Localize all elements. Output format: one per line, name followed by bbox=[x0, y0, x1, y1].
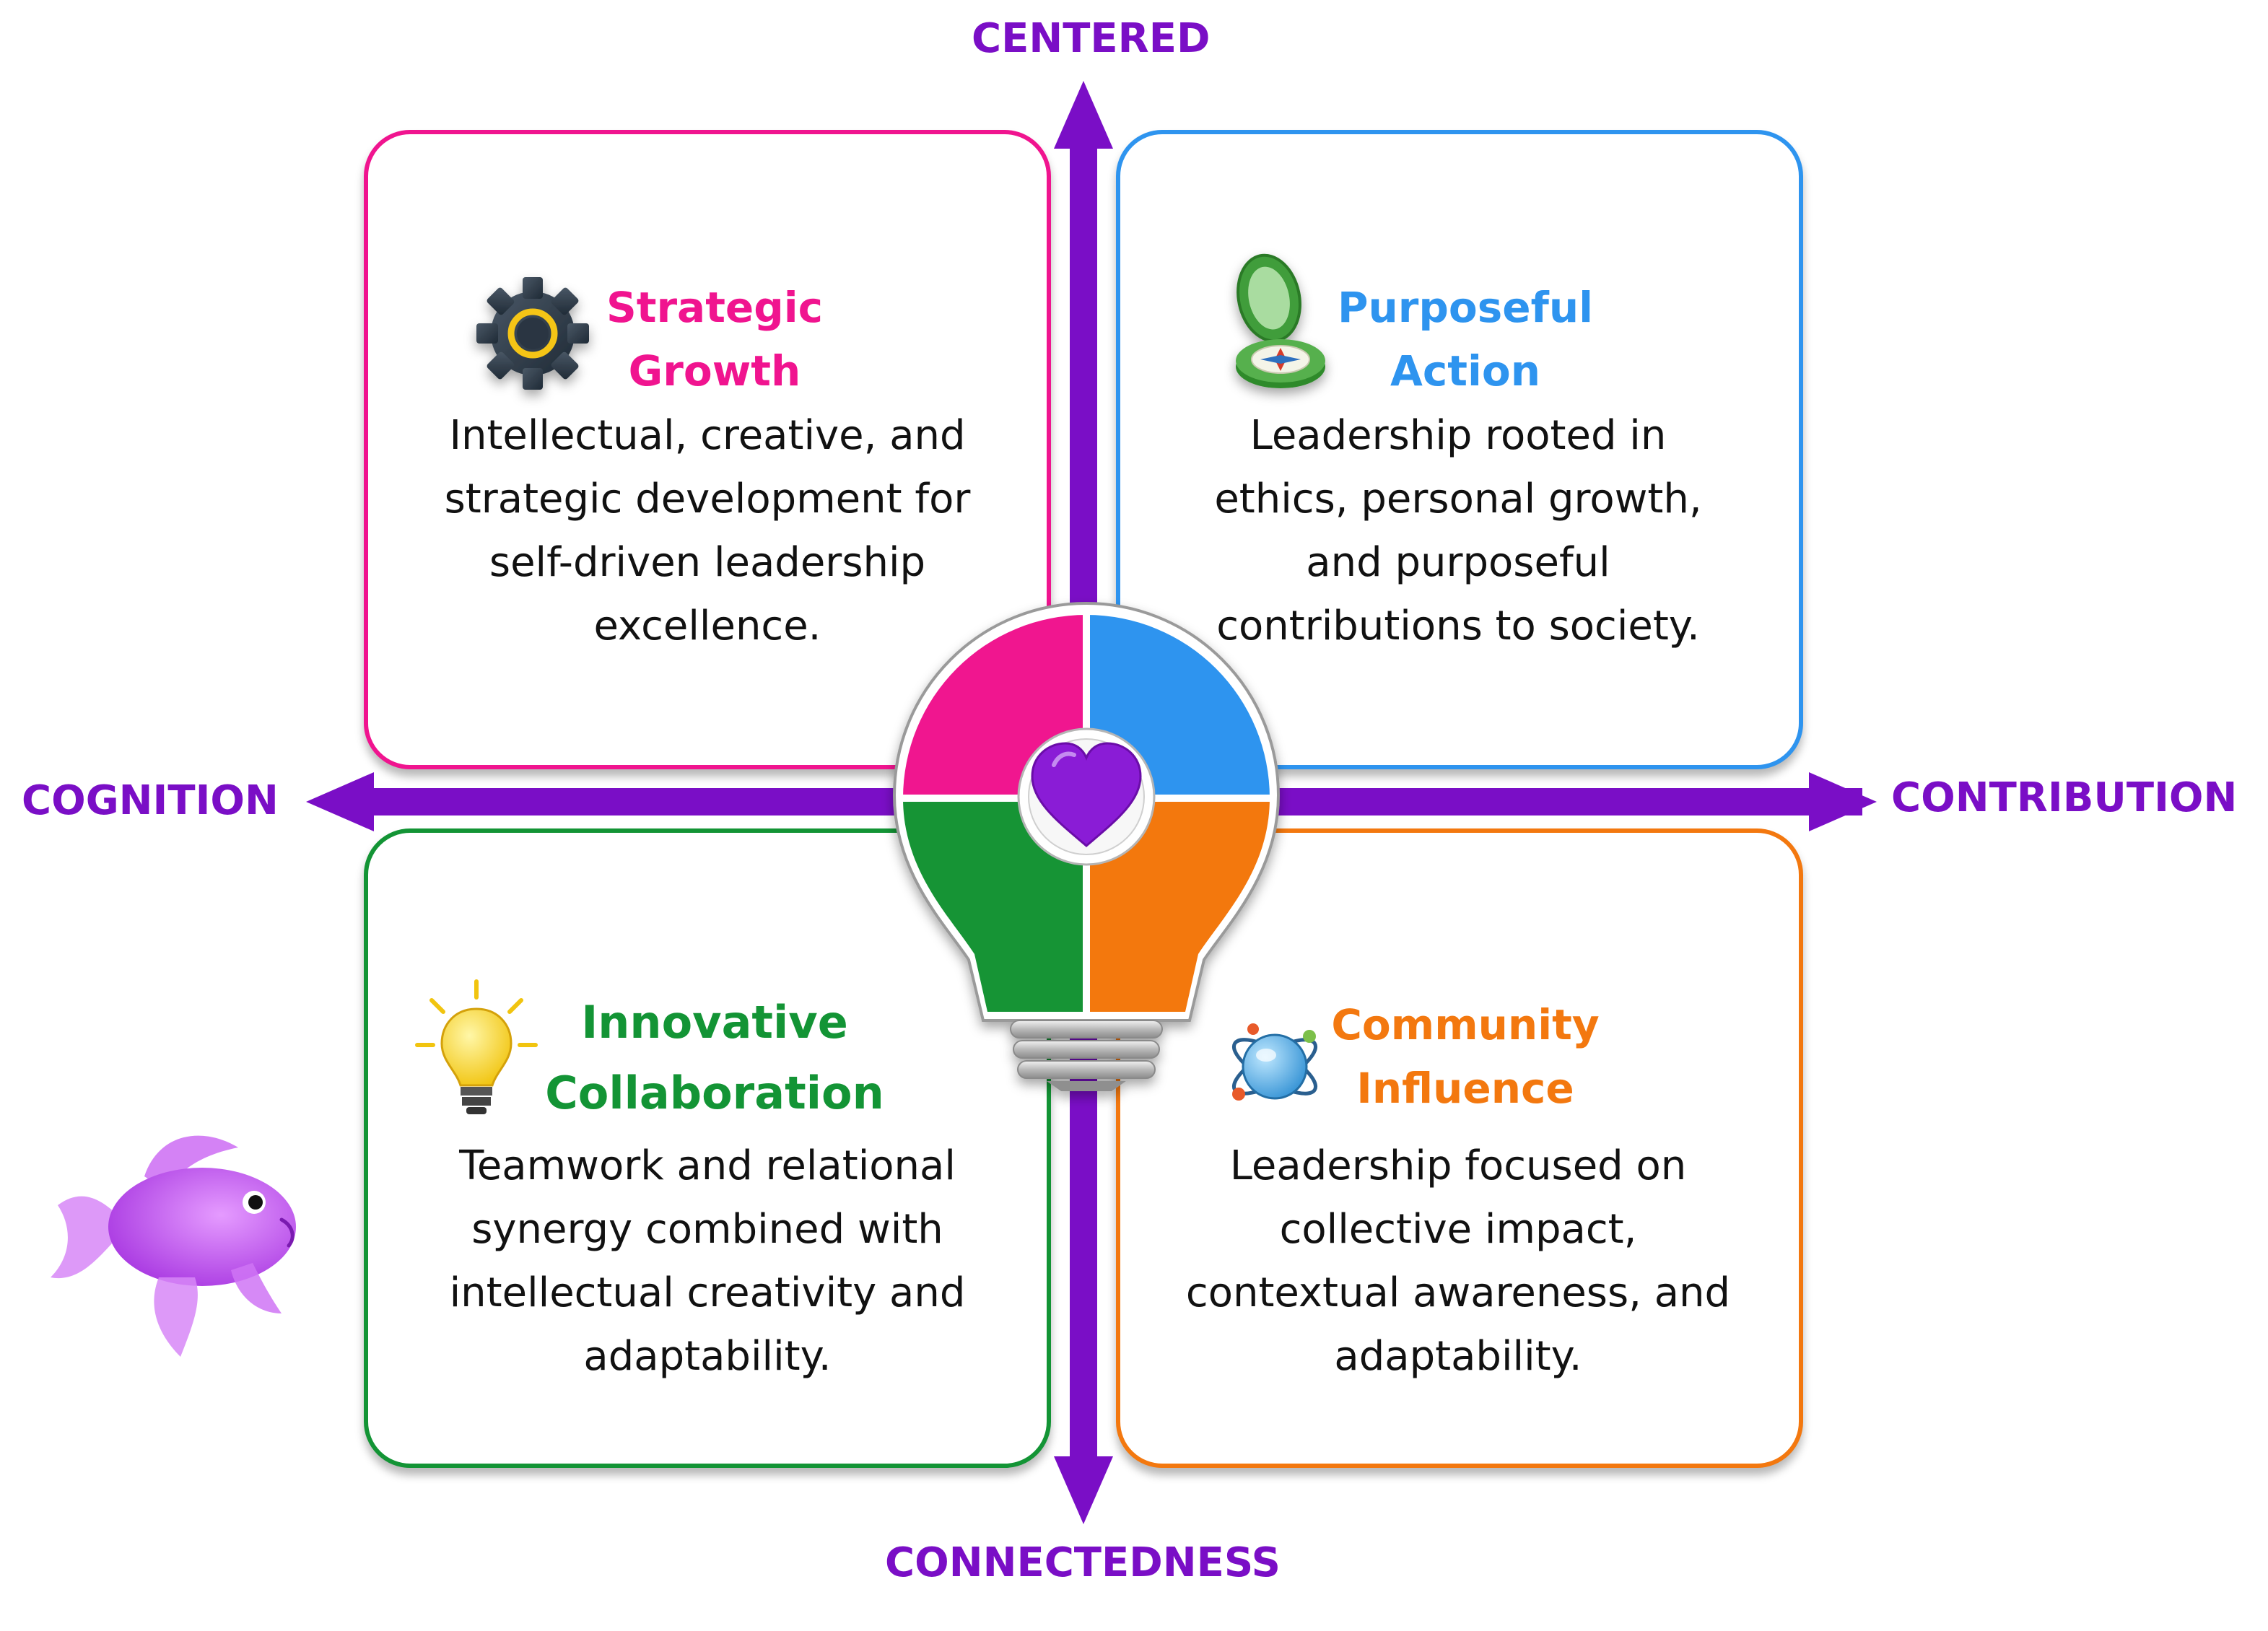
quadrant-purposeful-action bbox=[1116, 130, 1803, 769]
axis-label-bottom: CONNECTEDNESS bbox=[885, 1539, 1281, 1586]
title-community-influence: Community Influence bbox=[1331, 1000, 1600, 1113]
axis-label-left: COGNITION bbox=[22, 777, 279, 824]
compass-icon bbox=[1236, 253, 1325, 388]
quadrant-strategic-growth bbox=[364, 130, 1051, 769]
title-purposeful-action: Purposeful Action bbox=[1337, 283, 1594, 395]
goldfish-icon bbox=[51, 1135, 296, 1357]
body-strategic-growth: Intellectual, creative, and strategic de… bbox=[444, 412, 971, 650]
quadrant-community-influence bbox=[1116, 828, 1803, 1468]
body-community-influence: Leadership focused on collective impact,… bbox=[1185, 1142, 1731, 1380]
quadrant-innovative-collaboration bbox=[364, 828, 1051, 1468]
axis-label-top: CENTERED bbox=[972, 15, 1211, 62]
lightbulb-heart-icon bbox=[892, 601, 1281, 1091]
body-purposeful-action: Leadership rooted in ethics, personal gr… bbox=[1214, 412, 1702, 650]
axis-label-right: CONTRIBUTION bbox=[1891, 774, 2238, 821]
lightbulb-icon bbox=[415, 979, 538, 1114]
title-strategic-growth: Strategic Growth bbox=[606, 283, 824, 395]
atom-icon bbox=[1231, 1023, 1318, 1101]
gear-icon bbox=[476, 277, 589, 390]
title-innovative-collaboration: Innovative Collaboration bbox=[545, 996, 884, 1119]
body-innovative-collaboration: Teamwork and relational synergy combined… bbox=[449, 1142, 966, 1380]
